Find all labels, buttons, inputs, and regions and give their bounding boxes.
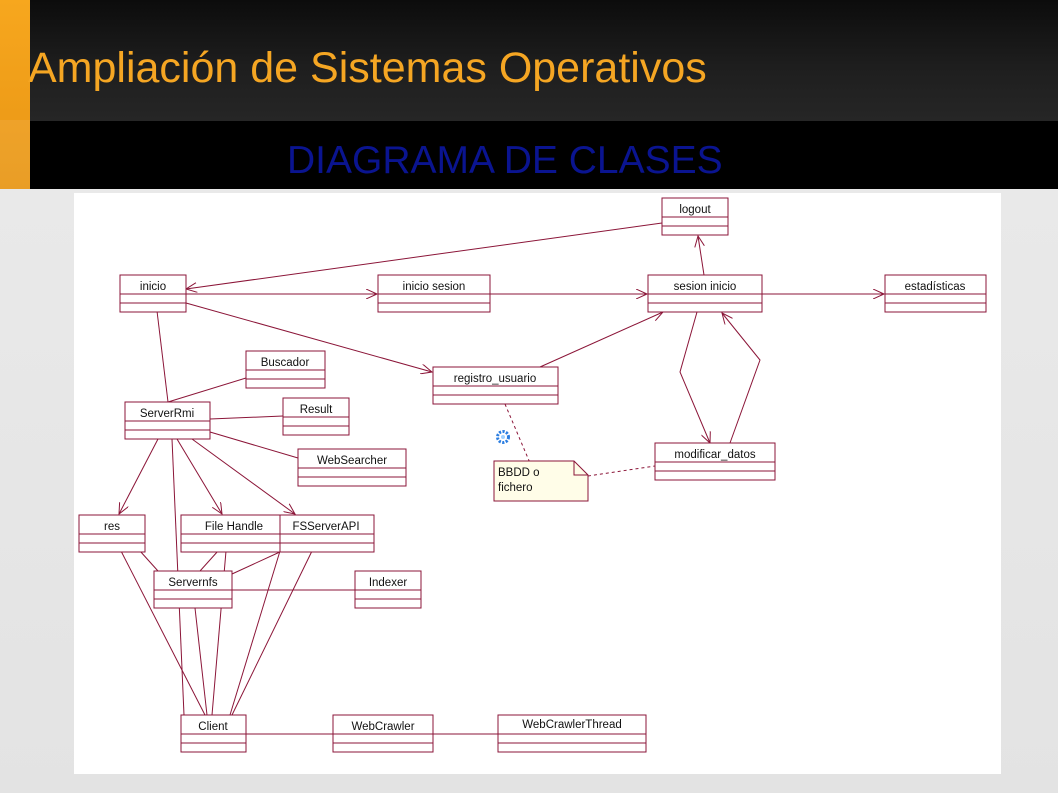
class-estadisticas: estadísticas	[884, 274, 987, 313]
class-sesion-inicio: sesion inicio	[647, 274, 763, 313]
class-diagram: logout inicio inicio sesion sesion inici…	[78, 197, 987, 753]
class-name: logout	[679, 204, 711, 216]
header-bar	[0, 0, 1058, 121]
edge-fsserverapi-client-2	[229, 550, 281, 716]
class-res: res	[78, 514, 146, 553]
class-name: WebCrawlerThread	[522, 719, 622, 731]
class-indexer: Indexer	[354, 570, 422, 609]
associations	[119, 222, 884, 735]
class-name: WebSearcher	[317, 455, 387, 467]
edge-res-client	[120, 550, 206, 716]
edge-serverrmi-filehandle	[176, 438, 222, 514]
edge-serverrmi-res	[119, 438, 159, 514]
slide-title: Ampliación de Sistemas Operativos	[28, 44, 707, 92]
class-inicio: inicio	[119, 274, 187, 313]
edge-sesioninicio-logout	[698, 236, 704, 276]
edge-inicio-registro	[185, 302, 432, 372]
class-websearcher: WebSearcher	[297, 448, 407, 487]
edge-registro-sesioninicio	[539, 312, 663, 368]
class-registro-usuario: registro_usuario	[432, 366, 559, 405]
edge-fsserverapi-servernfs	[231, 550, 283, 575]
edge-modificar-sesioninicio	[722, 313, 761, 444]
class-fsserverapi: FSServerAPI	[279, 514, 375, 553]
note-bbdd: BBDD o fichero	[493, 460, 589, 502]
accent-stripe-highlight	[0, 120, 30, 189]
class-buscador: Buscador	[245, 350, 326, 389]
class-name: registro_usuario	[454, 373, 536, 385]
class-name: Servernfs	[168, 577, 217, 589]
class-name: estadísticas	[905, 281, 966, 293]
class-name: modificar_datos	[674, 449, 755, 461]
edge-inicio-serverrmi	[156, 310, 169, 403]
edge-serverrmi-buscador	[167, 377, 247, 403]
class-serverrmi: ServerRmi	[124, 401, 211, 440]
class-name: File Handle	[205, 521, 263, 533]
class-name: Result	[300, 404, 333, 416]
diagram-canvas: logout inicio inicio sesion sesion inici…	[74, 193, 1001, 774]
edge-filehandle-servernfs	[199, 550, 219, 572]
class-webcrawler: WebCrawler	[332, 714, 434, 753]
class-name: ServerRmi	[140, 408, 194, 420]
class-file-handle: File Handle	[180, 514, 281, 553]
class-logout: logout	[661, 197, 729, 236]
class-name: inicio sesion	[403, 281, 466, 293]
gear-icon	[496, 430, 510, 444]
slide-subtitle: DIAGRAMA DE CLASES	[287, 139, 723, 182]
note-links	[504, 403, 656, 477]
note-link-modificar	[587, 465, 656, 477]
class-name: WebCrawler	[351, 721, 414, 733]
class-webcrawlerthread: WebCrawlerThread	[497, 714, 647, 753]
class-name: Indexer	[369, 577, 408, 589]
class-modificar-datos: modificar_datos	[654, 442, 776, 481]
note-link-registro	[504, 403, 531, 464]
class-name: Buscador	[261, 357, 310, 369]
edge-serverrmi-result	[209, 415, 284, 420]
class-name: inicio	[140, 281, 166, 293]
accent-stripe	[0, 0, 30, 189]
edge-servernfs-client	[194, 607, 208, 716]
edge-logout-inicio	[186, 222, 663, 289]
class-inicio-sesion: inicio sesion	[377, 274, 491, 313]
class-result: Result	[282, 397, 350, 436]
edge-sesioninicio-modificar	[679, 311, 710, 443]
edge-res-servernfs	[139, 550, 159, 572]
class-name: FSServerAPI	[292, 521, 359, 533]
class-client: Client	[180, 714, 247, 753]
note-line-2: fichero	[498, 482, 533, 494]
class-servernfs: Servernfs	[153, 570, 233, 609]
class-name: Client	[198, 721, 228, 733]
edge-fsserverapi-client	[231, 550, 313, 716]
edge-serverrmi-websearcher	[209, 431, 299, 459]
edge-serverrmi-fsserverapi	[191, 438, 295, 514]
class-name: sesion inicio	[674, 281, 737, 293]
subheader-bar	[0, 121, 1058, 189]
class-name: res	[104, 521, 120, 533]
note-line-1: BBDD o	[498, 467, 540, 479]
